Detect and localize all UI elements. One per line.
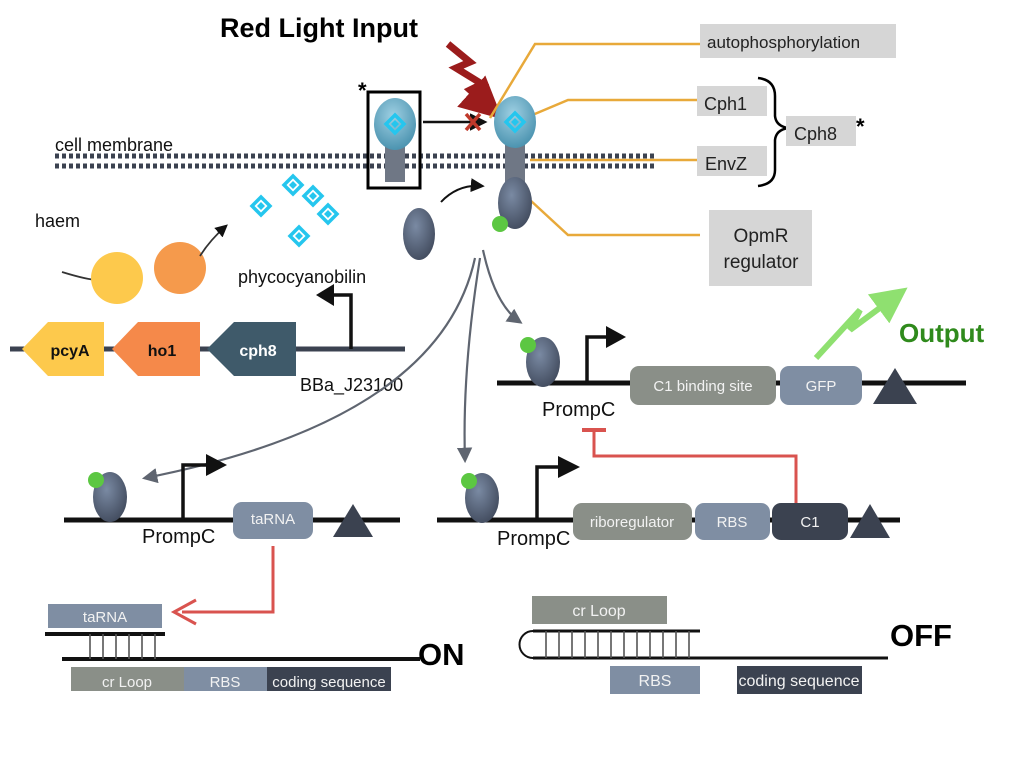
callout-cph1	[697, 86, 767, 116]
on-state-coding: coding sequence	[272, 674, 385, 691]
output-label: Output	[899, 318, 985, 348]
cell-membrane	[55, 153, 655, 169]
callout-cph8	[786, 116, 856, 146]
off-state	[518, 596, 888, 694]
gene-pcya	[22, 322, 104, 376]
asterisk-mark: *	[358, 78, 367, 103]
red-light-bolt-icon	[445, 41, 503, 120]
tarna-circuit	[64, 454, 400, 539]
gfp-circuit-binding-site: C1 binding site	[653, 378, 752, 395]
tarna-flow-head	[170, 598, 197, 626]
phycocyanobilin-molecules	[250, 174, 339, 247]
c1-circuit-rbs: RBS	[717, 514, 748, 531]
callout-autophosphorylation	[700, 24, 896, 58]
haem-molecule-2	[154, 242, 206, 294]
constitutive-promoter-label: BBa_J23100	[300, 375, 403, 396]
off-state-coding: coding sequence	[739, 673, 860, 690]
callout-ompr-line1: OpmR	[734, 226, 789, 247]
gfp-circuit-reporter: GFP	[806, 378, 837, 395]
tarna-circuit-promoter: PrompC	[142, 526, 215, 548]
on-label: ON	[418, 637, 465, 672]
on-state-rbs: RBS	[210, 674, 241, 691]
c1-repression-line	[592, 430, 798, 506]
callout-cph1-text: Cph1	[704, 94, 747, 114]
gene-cph8-label: cph8	[239, 343, 276, 360]
gene-ho1-label: ho1	[148, 343, 177, 360]
off-state-rbs: RBS	[639, 673, 672, 690]
haem-molecule-1	[91, 252, 143, 304]
output-bolt-icon	[813, 287, 908, 361]
c1-circuit-c1: C1	[800, 514, 819, 531]
constitutive-promoter-head	[316, 284, 334, 306]
on-state-cr-loop: cr Loop	[102, 674, 152, 691]
gene-pcya-label: pcyA	[50, 343, 90, 360]
gene-cph8	[207, 322, 296, 376]
callout-envz	[697, 146, 767, 176]
receptor-active	[492, 96, 536, 232]
haem-label: haem	[35, 211, 80, 231]
callout-lines	[488, 42, 700, 237]
title: Red Light Input	[220, 13, 418, 43]
tarna-flow-line	[182, 546, 275, 614]
callout-envz-text: EnvZ	[705, 154, 747, 174]
cell-membrane-label: cell membrane	[55, 135, 173, 155]
constitutive-promoter	[332, 293, 353, 349]
c1-circuit-promoter: PrompC	[497, 528, 570, 550]
c1-circuit	[437, 456, 900, 540]
phosphorylation-arrow	[440, 178, 485, 203]
gene-ho1	[112, 322, 200, 376]
on-state-tarna: taRNA	[83, 609, 127, 626]
receptor-inactive	[366, 90, 422, 190]
off-state-cr-loop: cr Loop	[572, 603, 625, 620]
off-label: OFF	[890, 618, 952, 653]
haem-conversion-arrow	[199, 224, 228, 257]
cph8-asterisk: *	[856, 114, 865, 139]
c1-circuit-riboregulator: riboregulator	[590, 514, 674, 531]
callout-cph8-text: Cph8	[794, 124, 837, 144]
callout-ompr-line2: regulator	[724, 252, 800, 273]
callout-autophosphorylation-text: autophosphorylation	[707, 33, 860, 52]
gfp-circuit-promoter: PrompC	[542, 399, 615, 421]
tarna-circuit-rna: taRNA	[251, 511, 295, 528]
regulation-arrows	[141, 249, 523, 484]
block-cross-icon	[464, 112, 482, 132]
phycocyanobilin-label: phycocyanobilin	[238, 267, 366, 287]
ompr-unphosphorylated	[403, 208, 435, 260]
gfp-circuit	[497, 326, 966, 405]
on-state	[45, 604, 420, 691]
callout-ompr	[709, 210, 812, 286]
